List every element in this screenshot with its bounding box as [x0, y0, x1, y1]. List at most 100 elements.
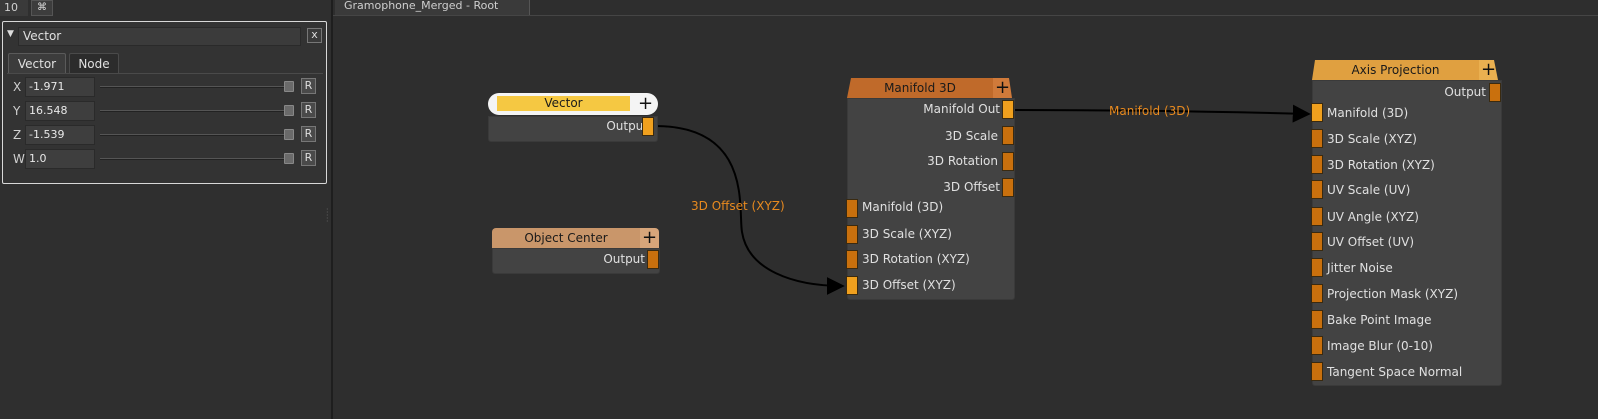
param-label: W	[13, 152, 25, 166]
axis-mask-in-port[interactable]	[1311, 284, 1323, 303]
node-body	[847, 98, 1015, 300]
param-z-handle[interactable]	[284, 129, 294, 140]
node-graph[interactable]: Gramophone_Merged - Root 3D Offset (XYZ)…	[331, 0, 1598, 419]
port-label: 3D Rotation	[927, 154, 998, 168]
axis-manifold-in-port[interactable]	[1311, 103, 1323, 122]
close-icon[interactable]: x	[307, 28, 322, 43]
add-icon[interactable]: +	[640, 227, 659, 248]
port-label: UV Angle (XYZ)	[1327, 210, 1419, 224]
port-label: Manifold Out	[923, 102, 1000, 116]
axis-output-port[interactable]	[1489, 83, 1501, 102]
port-label: UV Scale (UV)	[1327, 183, 1411, 197]
port-label: 3D Offset	[943, 180, 1000, 194]
node-title[interactable]: Object Center	[492, 228, 640, 248]
port-label: Output	[1444, 85, 1486, 99]
param-y-field[interactable]: 16.548	[25, 101, 95, 121]
manifold-rotation-out-port[interactable]	[1002, 152, 1014, 171]
node-body	[492, 248, 660, 274]
manifold-offset-out-port[interactable]	[1002, 178, 1014, 197]
param-row-x: X -1.971 R	[3, 77, 326, 99]
tab-node[interactable]: Node	[69, 53, 119, 74]
axis-uv-angle-in-port[interactable]	[1311, 207, 1323, 226]
port-label: 3D Rotation (XYZ)	[1327, 158, 1435, 172]
node-vector[interactable]: Vector + Output	[488, 93, 658, 143]
vector-node-panel: ▼ Vector x Vector Node X -1.971 R Y 16.5…	[2, 21, 327, 184]
param-w-field[interactable]: 1.0	[25, 149, 95, 169]
param-y-slider[interactable]	[100, 110, 287, 112]
node-name-field[interactable]: Vector	[18, 27, 301, 46]
manifold-scale-out-port[interactable]	[1002, 126, 1014, 145]
rotation-in-port[interactable]	[846, 250, 858, 269]
scale-in-port[interactable]	[846, 225, 858, 244]
frame-number[interactable]: 10	[0, 0, 28, 16]
collapse-icon[interactable]: ▼	[7, 29, 14, 39]
manifold-in-port[interactable]	[846, 199, 858, 218]
param-x-handle[interactable]	[284, 81, 294, 92]
param-label: Z	[13, 128, 22, 142]
port-label: Output	[603, 252, 645, 266]
node-body	[488, 116, 658, 142]
param-w-handle[interactable]	[284, 153, 294, 164]
param-w-slider[interactable]	[100, 158, 287, 160]
axis-uv-offset-in-port[interactable]	[1311, 232, 1323, 251]
node-title[interactable]: Manifold 3D	[847, 78, 993, 98]
param-z-field[interactable]: -1.539	[25, 125, 95, 145]
param-row-z: Z -1.539 R	[3, 125, 326, 147]
param-label: Y	[13, 104, 21, 118]
param-x-field[interactable]: -1.971	[25, 77, 95, 97]
port-label: Output	[606, 119, 648, 133]
axis-tangent-in-port[interactable]	[1311, 362, 1323, 381]
splitter-handle[interactable]: ·····	[326, 205, 329, 226]
port-label: Bake Point Image	[1327, 313, 1432, 327]
port-label: Tangent Space Normal	[1327, 365, 1463, 379]
param-row-w: W 1.0 R	[3, 149, 326, 171]
axis-jitter-in-port[interactable]	[1311, 258, 1323, 277]
node-axis-projection[interactable]: Axis Projection + Output Manifold (3D) 3…	[1312, 60, 1502, 388]
port-label: 3D Offset (XYZ)	[862, 278, 956, 292]
port-label: Manifold (3D)	[862, 200, 944, 214]
param-y-reset-button[interactable]: R	[301, 102, 316, 118]
param-x-slider[interactable]	[100, 86, 287, 88]
manifold-out-port[interactable]	[1002, 100, 1014, 119]
command-icon[interactable]: ⌘	[31, 0, 53, 16]
object-center-output-port[interactable]	[647, 250, 659, 269]
axis-blur-in-port[interactable]	[1311, 336, 1323, 355]
node-title[interactable]: Vector	[497, 96, 630, 111]
link-manifold-to-axis[interactable]	[1013, 104, 1311, 123]
axis-uv-scale-in-port[interactable]	[1311, 180, 1323, 199]
port-label: Jitter Noise	[1327, 261, 1393, 275]
axis-rotation-in-port[interactable]	[1311, 155, 1323, 174]
port-label: Manifold (3D)	[1327, 106, 1409, 120]
add-icon[interactable]: +	[1479, 59, 1498, 80]
param-x-reset-button[interactable]: R	[301, 78, 316, 94]
graph-tab-divider	[333, 15, 1598, 16]
port-label: Image Blur (0-10)	[1327, 339, 1433, 353]
links-layer	[654, 104, 1311, 295]
port-label: 3D Scale (XYZ)	[1327, 132, 1417, 146]
offset-in-port[interactable]	[846, 276, 858, 295]
link-vector-to-offset[interactable]	[654, 125, 845, 295]
axis-bake-in-port[interactable]	[1311, 310, 1323, 329]
vector-output-port[interactable]	[642, 117, 654, 136]
param-y-handle[interactable]	[284, 105, 294, 116]
port-label: 3D Scale	[945, 129, 998, 143]
port-label: 3D Scale (XYZ)	[862, 227, 952, 241]
tab-vector[interactable]: Vector	[8, 53, 66, 74]
param-w-reset-button[interactable]: R	[301, 150, 316, 166]
link-label-offset: 3D Offset (XYZ)	[691, 199, 785, 213]
port-label: UV Offset (UV)	[1327, 235, 1415, 249]
axis-scale-in-port[interactable]	[1311, 129, 1323, 148]
param-z-slider[interactable]	[100, 134, 287, 136]
port-label: Projection Mask (XYZ)	[1327, 287, 1459, 301]
add-icon[interactable]: +	[993, 77, 1012, 98]
param-row-y: Y 16.548 R	[3, 101, 326, 123]
graph-tab[interactable]: Gramophone_Merged - Root	[335, 0, 530, 15]
port-label: 3D Rotation (XYZ)	[862, 252, 970, 266]
node-object-center[interactable]: Object Center + Output	[492, 228, 662, 276]
node-title[interactable]: Axis Projection	[1312, 60, 1479, 80]
node-manifold-3d[interactable]: Manifold 3D + Manifold Out 3D Scale 3D R…	[847, 78, 1015, 302]
node-body	[1312, 80, 1502, 386]
link-label-manifold: Manifold (3D)	[1109, 104, 1191, 118]
param-z-reset-button[interactable]: R	[301, 126, 316, 142]
add-icon[interactable]: +	[637, 93, 654, 114]
